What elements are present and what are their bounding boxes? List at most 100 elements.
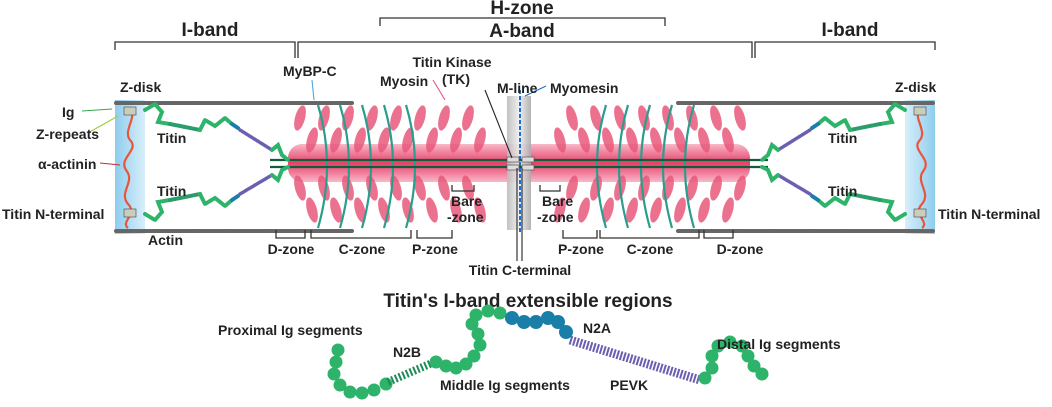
myosin-head: [354, 197, 366, 223]
titin-n2a: [810, 122, 820, 130]
middle-ig-bead: [439, 359, 453, 373]
zone-brackets: [275, 230, 734, 239]
myosin-head: [462, 105, 474, 131]
myosin-head: [438, 175, 450, 201]
myomesin-label: Myomesin: [550, 80, 618, 96]
mybpc-arcs: [316, 104, 696, 229]
myosin-head: [426, 197, 438, 223]
myosin-head: [650, 127, 662, 153]
myosin-head: [474, 197, 486, 223]
h-zone-bracket: [379, 17, 666, 26]
distal-ig-bead: [741, 349, 755, 363]
p-zone-right-bracket: [562, 230, 598, 239]
titin-springs: [123, 101, 927, 223]
myosin-head: [650, 197, 662, 223]
titin-kinase-right-lower: [521, 164, 535, 171]
zone-right-d: D-zone: [717, 241, 764, 257]
titin-n2b: [848, 122, 882, 132]
titin-right-bottom-label: Titin: [828, 183, 857, 199]
m-line-label: M-line: [497, 80, 538, 96]
distal-ig-bead: [698, 371, 712, 385]
myosin-head: [722, 127, 734, 153]
titin-right-top-label: Titin: [828, 130, 857, 146]
n2a-bead: [529, 315, 543, 329]
mybpc-arc: [338, 104, 351, 229]
n2a-bead: [559, 325, 573, 339]
myosin-head: [554, 197, 566, 223]
z-repeats: [913, 208, 927, 218]
middle-ig-label: Middle Ig segments: [440, 377, 570, 393]
myosin-head: [578, 197, 590, 223]
bare-zone-left-label-2: -zone: [447, 209, 484, 225]
titin-pevk: [238, 173, 274, 196]
myosin-head: [638, 105, 650, 131]
middle-ig-bead: [471, 327, 485, 341]
myosin-head: [402, 127, 414, 153]
titin-pevk: [776, 173, 812, 196]
titin-c-terminal-label: Titin C-terminal: [469, 262, 571, 278]
alpha-actinin-arrow: [99, 162, 121, 166]
z-repeats-label: Z-repeats: [36, 126, 99, 142]
myosin-head: [378, 127, 390, 153]
myomesin-arrow: [524, 85, 547, 97]
myosin-head: [330, 197, 342, 223]
zone-left-d: D-zone: [268, 241, 315, 257]
zone-right-c: C-zone: [627, 241, 674, 257]
myosin-head: [342, 105, 354, 131]
distal-ig-bead: [755, 367, 769, 381]
myosin-head: [626, 127, 638, 153]
myosin-head: [354, 127, 366, 153]
titin-n2a: [230, 194, 240, 202]
titin-n-terminal-right-label: Titin N-terminal: [938, 206, 1040, 222]
myosin-head: [674, 197, 686, 223]
n2a-label: N2A: [583, 320, 611, 336]
myosin-head: [626, 197, 638, 223]
alpha-actinin-label: α-actinin: [38, 156, 96, 172]
myosin-head: [602, 127, 614, 153]
zone-left-c: C-zone: [339, 241, 386, 257]
myosin-head: [414, 175, 426, 201]
myosin-head: [294, 175, 306, 201]
myosin-head: [674, 127, 686, 153]
titin-n2b: [168, 122, 202, 132]
proximal-ig-bead: [367, 383, 381, 397]
n2b-label: N2B: [393, 344, 421, 360]
myosin-head: [414, 105, 426, 131]
i-band-right-bracket: [754, 41, 936, 58]
titin-pevk: [776, 128, 812, 152]
myosin-head: [294, 105, 306, 131]
titin-kinase-left: [506, 156, 520, 163]
myosin-head: [734, 105, 746, 131]
n2a-bead: [551, 315, 565, 329]
distal-ig-bead: [747, 359, 761, 373]
distal-ig-bead: [711, 339, 725, 353]
bare-zone-right-bracket: [539, 185, 561, 192]
bare-zone-left-label-1: Bare: [451, 193, 482, 209]
i-band-left-label: I-band: [182, 20, 239, 41]
myosin-head: [462, 175, 474, 201]
mybpc-arc: [316, 104, 329, 229]
middle-ig-bead: [473, 338, 487, 352]
proximal-ig-bead: [327, 367, 341, 381]
mybpc-arc: [683, 104, 696, 229]
titin-n2b: [848, 192, 882, 202]
n2b-coil: [386, 359, 434, 386]
bare-zone-right-label-1: Bare: [542, 193, 573, 209]
titin-ig-distal: [270, 165, 290, 184]
z-repeats: [123, 106, 137, 116]
mybpc-arc: [360, 104, 373, 229]
myosin-head: [686, 175, 698, 201]
titin-ig-distal: [760, 165, 780, 184]
myosin-head: [566, 175, 578, 201]
myosin-label: Myosin: [380, 73, 428, 89]
mybpc-arc: [617, 104, 630, 229]
titin-n2a: [810, 194, 820, 202]
proximal-ig-bead: [343, 385, 357, 399]
titin-ig-middle: [816, 192, 852, 209]
d-zone-left-bracket: [275, 230, 306, 239]
mybpc-arc: [661, 104, 674, 229]
middle-ig-bead: [469, 308, 483, 322]
myosin-head: [318, 105, 330, 131]
proximal-ig-bead: [333, 378, 347, 392]
